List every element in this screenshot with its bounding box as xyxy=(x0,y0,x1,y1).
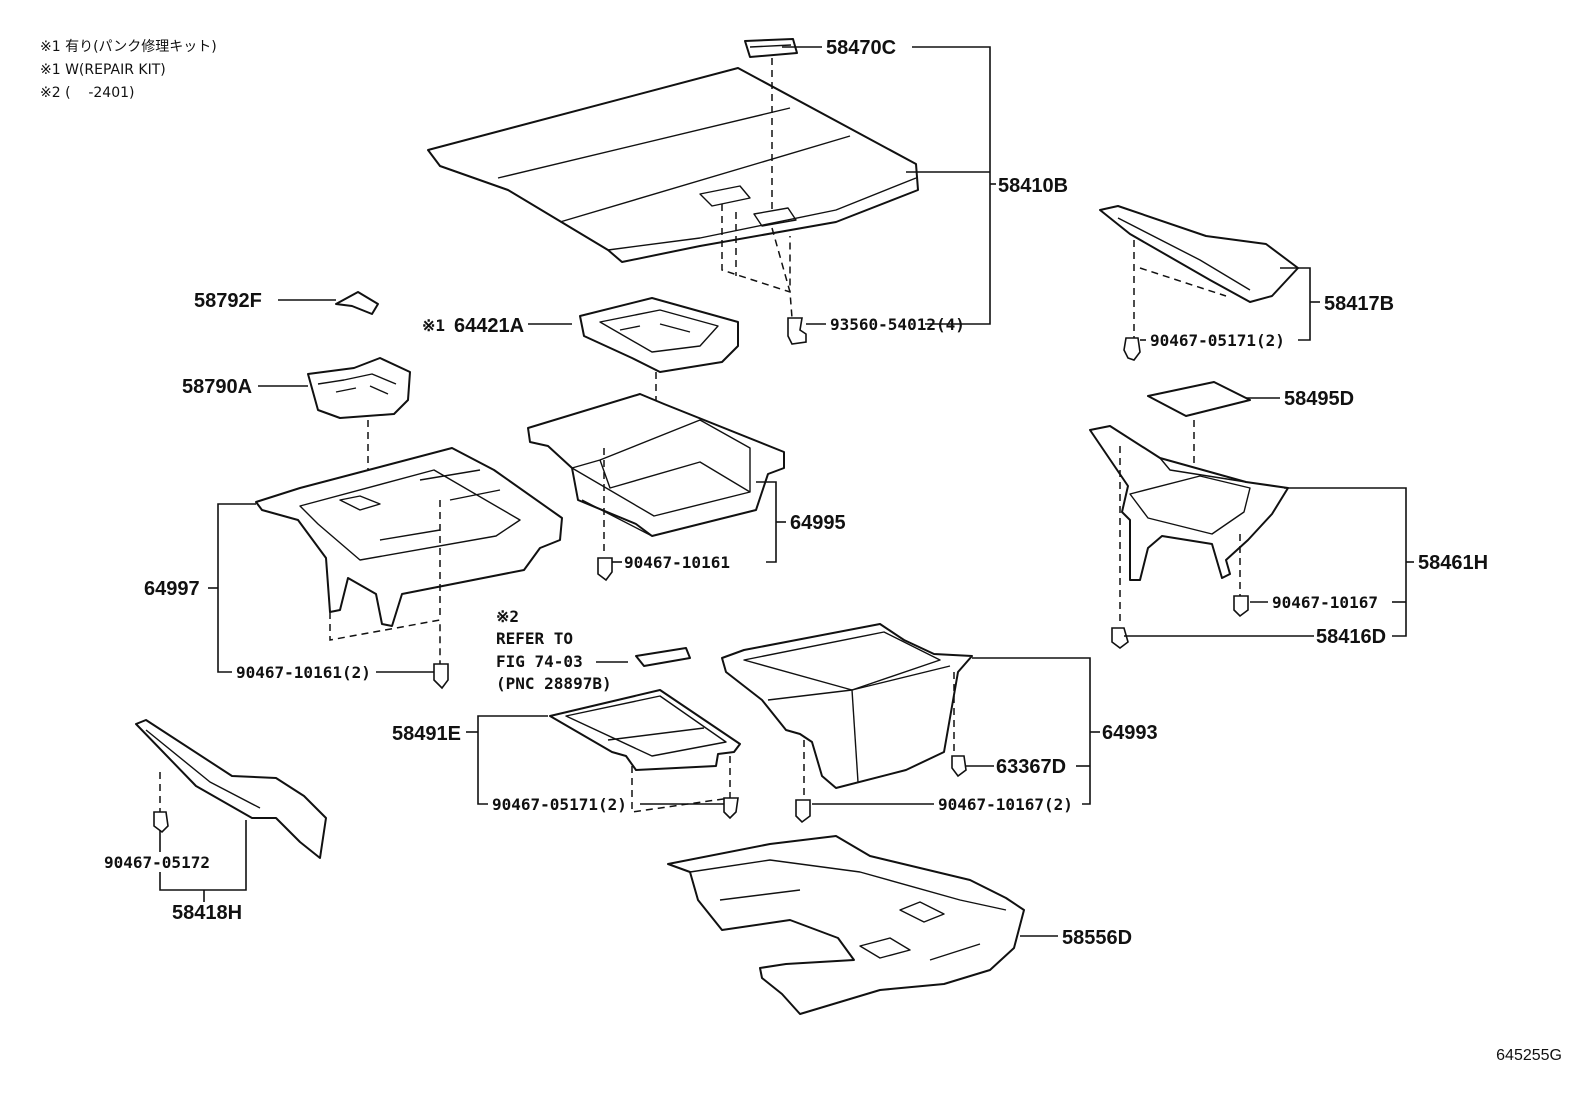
guide-58461H xyxy=(1119,446,1241,626)
note-line-1: ※1 有り(パンク修理キット) xyxy=(40,39,217,55)
guide-64993 xyxy=(803,672,955,800)
note-line-3: ※2 ( -2401) xyxy=(40,85,135,101)
label-58491E: 58491E xyxy=(392,723,461,745)
label-58790A: 58790A xyxy=(182,376,252,398)
clip-90467-10161-a[interactable] xyxy=(597,557,613,582)
notes-block: ※1 有り(パンク修理キット) ※1 W(REPAIR KIT) ※2 ( -2… xyxy=(40,36,217,105)
part-58491E[interactable] xyxy=(549,689,741,771)
leader-lines xyxy=(159,46,1414,937)
clip-90467-05171-a[interactable] xyxy=(1123,337,1141,361)
label-58417B: 58417B xyxy=(1324,293,1394,315)
label-63367D: 63367D xyxy=(996,756,1066,778)
label-90467-05172: 90467-05172 xyxy=(104,853,210,872)
label-58556D: 58556D xyxy=(1062,927,1132,949)
part-58792F[interactable] xyxy=(335,291,379,315)
label-93560-54012: 93560-54012(4) xyxy=(830,315,965,334)
note-line-2: ※1 W(REPAIR KIT) xyxy=(40,62,166,78)
guide-58410B-clips xyxy=(721,204,793,319)
label-64993: 64993 xyxy=(1102,722,1158,744)
part-64995[interactable] xyxy=(527,393,785,537)
part-64993[interactable] xyxy=(721,623,973,789)
label-refer-line2: FIG 74-03 xyxy=(496,652,583,671)
label-90467-05171-b: 90467-05171(2) xyxy=(492,795,627,814)
clip-58416D[interactable] xyxy=(1111,627,1129,649)
part-58417B[interactable] xyxy=(1099,205,1299,303)
label-note-mark-1: ※1 xyxy=(422,316,445,335)
label-refer-mark: ※2 xyxy=(496,607,519,626)
label-58416D: 58416D xyxy=(1316,626,1386,648)
label-refer-line3: (PNC 28897B) xyxy=(496,674,612,693)
part-58410B[interactable] xyxy=(427,67,919,263)
part-64421A[interactable] xyxy=(579,297,739,373)
label-58461H: 58461H xyxy=(1418,552,1488,574)
part-58790A[interactable] xyxy=(307,357,411,419)
guide-58491E xyxy=(631,756,731,813)
clip-90467-05172[interactable] xyxy=(153,811,169,834)
label-refer-line1: REFER TO xyxy=(496,629,573,648)
label-58418H: 58418H xyxy=(172,902,242,924)
part-58556D[interactable] xyxy=(667,835,1025,1015)
label-64421A: 64421A xyxy=(454,315,524,337)
guide-58417B xyxy=(1133,240,1227,340)
part-ref-28897B[interactable] xyxy=(635,647,691,667)
clip-90467-10167-a[interactable] xyxy=(1233,595,1249,618)
guide-64997 xyxy=(329,500,441,666)
label-58495D: 58495D xyxy=(1284,388,1354,410)
clip-63367D[interactable] xyxy=(951,755,967,778)
part-58418H[interactable] xyxy=(135,719,327,859)
label-58792F: 58792F xyxy=(194,290,262,312)
clip-90467-05171-b[interactable] xyxy=(723,797,739,820)
clip-93560-54012[interactable] xyxy=(787,317,807,345)
label-58410B: 58410B xyxy=(998,175,1068,197)
label-64997: 64997 xyxy=(144,578,200,600)
label-58470C: 58470C xyxy=(826,37,896,59)
clip-90467-10161-b[interactable] xyxy=(433,663,449,690)
label-64995: 64995 xyxy=(790,512,846,534)
label-90467-10161-b: 90467-10161(2) xyxy=(236,663,371,682)
part-58495D[interactable] xyxy=(1147,381,1251,417)
clip-90467-10167-b[interactable] xyxy=(795,799,811,824)
label-90467-10161-a: 90467-10161 xyxy=(624,553,730,572)
label-90467-10167-b: 90467-10167(2) xyxy=(938,795,1073,814)
part-64997[interactable] xyxy=(255,447,563,627)
figure-id: 645255G xyxy=(1496,1047,1562,1064)
part-58461H[interactable] xyxy=(1089,425,1289,581)
part-58470C[interactable] xyxy=(744,38,798,58)
label-90467-05171-a: 90467-05171(2) xyxy=(1150,331,1285,350)
label-90467-10167-a: 90467-10167 xyxy=(1272,593,1378,612)
